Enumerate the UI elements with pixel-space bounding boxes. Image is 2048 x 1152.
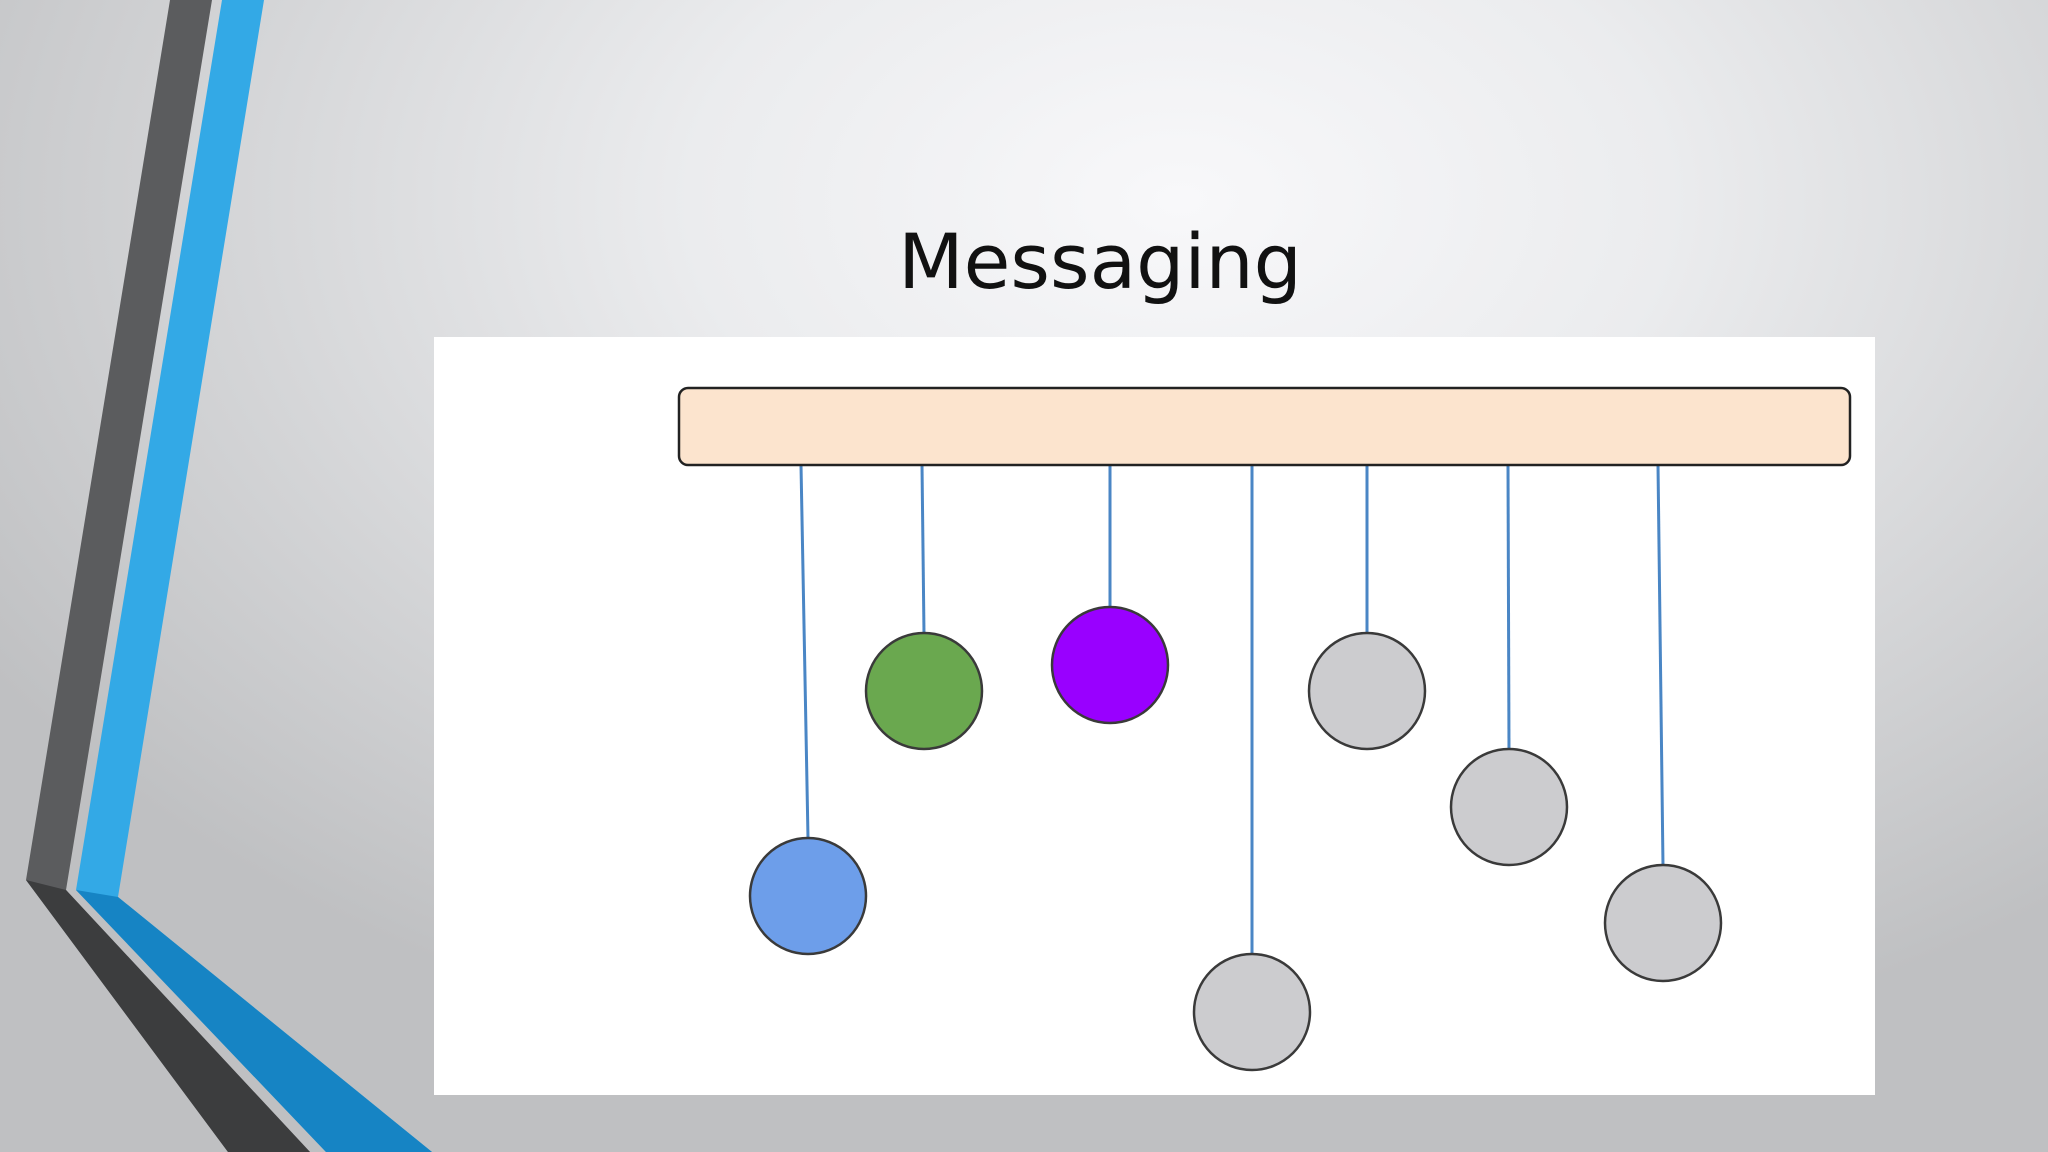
node-purple — [1050, 605, 1170, 725]
gray-stripe-shadow — [26, 880, 310, 1152]
connector-line — [799, 464, 810, 839]
blue-stripe-shadow — [76, 890, 432, 1152]
blue-stripe — [76, 0, 432, 1152]
node-gray — [1192, 952, 1312, 1072]
nodes — [748, 605, 1723, 1072]
connector-line — [1506, 464, 1511, 751]
node-blue — [748, 836, 868, 956]
node-green — [864, 631, 984, 751]
node-gray — [1449, 747, 1569, 867]
connector-lines — [799, 464, 1665, 954]
node-gray — [1603, 863, 1723, 983]
node-gray — [1307, 631, 1427, 751]
slide-title: Messaging — [898, 217, 1302, 306]
message-bus — [677, 386, 1852, 467]
connector-line — [1656, 464, 1665, 867]
connector-line — [920, 464, 926, 635]
gray-stripe — [26, 0, 310, 1152]
messaging-diagram — [434, 337, 1875, 1095]
